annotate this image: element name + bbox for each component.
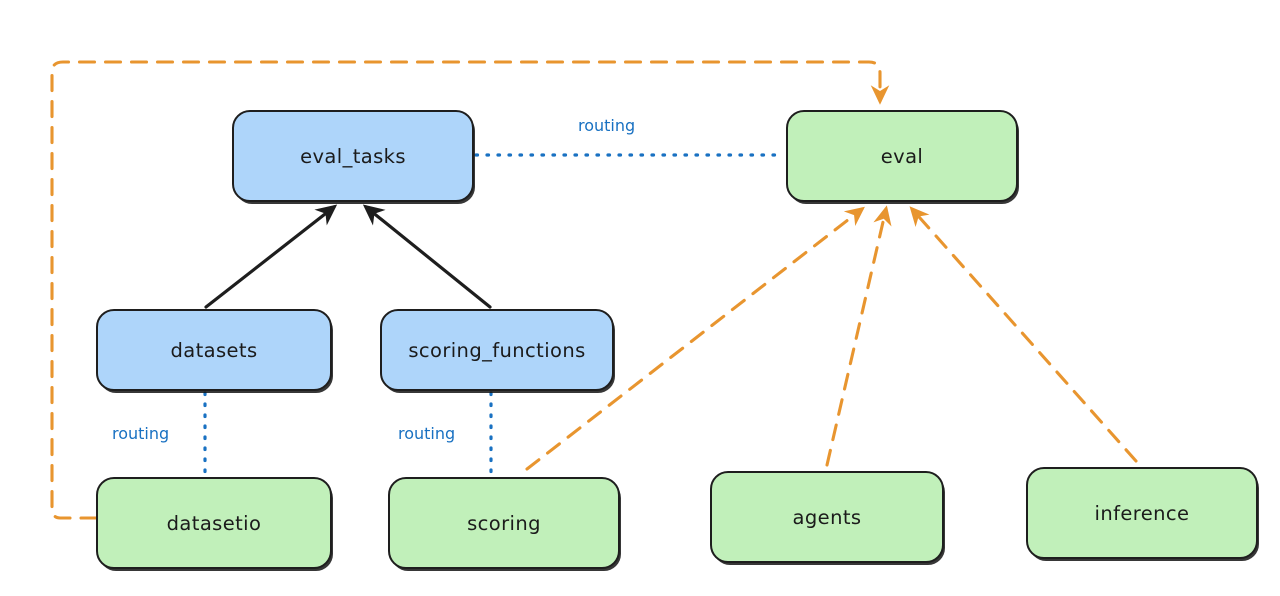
node-label: eval_tasks [300, 144, 406, 168]
node-datasets[interactable]: datasets [96, 309, 332, 391]
node-datasetio[interactable]: datasetio [96, 477, 332, 569]
node-agents[interactable]: agents [710, 471, 944, 563]
node-eval-tasks[interactable]: eval_tasks [232, 110, 474, 202]
edge-label-routing-eval-tasks: routing [578, 116, 636, 135]
node-label: datasets [170, 338, 258, 362]
node-inference[interactable]: inference [1026, 467, 1258, 559]
node-label: agents [792, 505, 862, 529]
edge-agents-to-eval [825, 205, 892, 467]
node-label: datasetio [166, 511, 262, 535]
node-label: inference [1094, 501, 1190, 525]
node-label: scoring_functions [408, 338, 586, 362]
node-scoring-functions[interactable]: scoring_functions [380, 309, 614, 391]
edge-label-routing-scoring: routing [398, 424, 456, 443]
edge-datasets-to-eval-tasks [204, 204, 338, 309]
edge-scoring-functions-to-eval-tasks [362, 204, 492, 309]
node-scoring[interactable]: scoring [388, 477, 620, 569]
node-eval[interactable]: eval [786, 110, 1018, 202]
edge-inference-to-eval [909, 206, 1138, 463]
edge-label-routing-datasets: routing [112, 424, 170, 443]
node-label: scoring [467, 511, 541, 535]
node-label: eval [880, 144, 924, 168]
